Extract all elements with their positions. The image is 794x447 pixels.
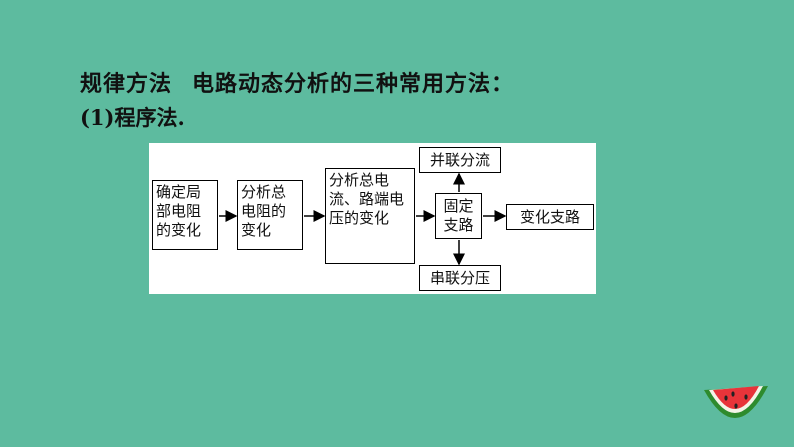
box-fixed-branch: 固定支路 — [435, 193, 482, 239]
flowchart-panel: 确定局部电阻的变化 分析总电阻的变化 分析总电流、路端电压的变化 固定支路 变化… — [149, 143, 596, 294]
box-parallel-shunt: 并联分流 — [419, 147, 501, 173]
box-series-divide: 串联分压 — [419, 265, 501, 291]
box-changing-branch: 变化支路 — [506, 204, 594, 230]
heading-label: 规律方法 — [80, 72, 173, 97]
heading-title: 电路动态分析的三种常用方法： — [192, 72, 515, 97]
watermelon-icon — [704, 386, 768, 419]
method-subheading: (1)程序法. — [80, 105, 185, 130]
box-local-resistance: 确定局部电阻的变化 — [152, 180, 218, 250]
box-total-resistance: 分析总电阻的变化 — [237, 180, 303, 250]
box-total-current: 分析总电流、路端电压的变化 — [325, 168, 415, 264]
flow-arrows — [219, 172, 507, 266]
section-heading: 规律方法电路动态分析的三种常用方法： — [80, 66, 514, 98]
